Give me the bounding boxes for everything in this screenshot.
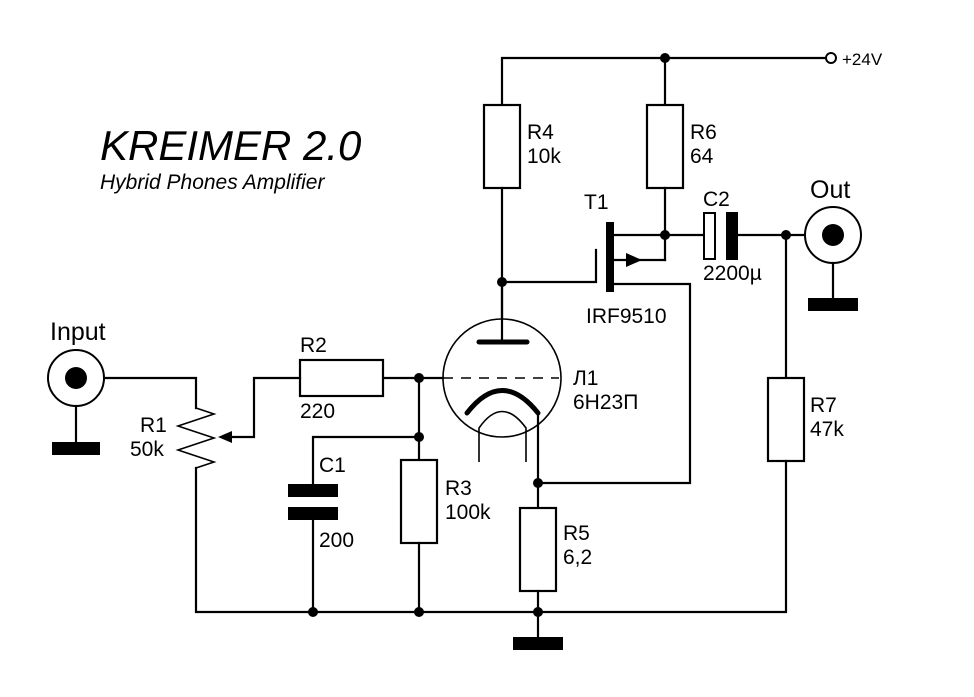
input-label: Input: [50, 318, 106, 346]
r5-ref: R5: [563, 522, 590, 545]
c1-value: 200: [319, 529, 354, 552]
t1-value: IRF9510: [586, 305, 667, 328]
junction-dot: [533, 478, 543, 488]
r7-ref: R7: [810, 394, 837, 417]
capacitor-c2: C2 2200µ: [663, 188, 827, 285]
c2-value: 2200µ: [703, 262, 762, 285]
resistor-r5: R5 6,2: [513, 506, 592, 650]
junction-dot: [414, 607, 424, 617]
triode-l1: Л1 6Н23П: [442, 280, 638, 512]
potentiometer-r1[interactable]: R1 50k: [104, 376, 232, 614]
l1-value: 6Н23П: [573, 391, 638, 414]
capacitor-c1: C1 200: [288, 435, 421, 617]
junction-dot: [660, 53, 670, 63]
resistor-r3: R3 100k: [399, 458, 491, 617]
r7-value: 47k: [810, 418, 844, 441]
schematic-subtitle: Hybrid Phones Amplifier: [100, 171, 325, 194]
ground-icon: [52, 442, 100, 455]
ground-icon: [513, 637, 563, 650]
junction-dot: [308, 607, 318, 617]
r2-ref: R2: [300, 334, 327, 357]
r4-ref: R4: [527, 121, 554, 144]
r1-ref: R1: [140, 414, 167, 437]
supply-label: +24V: [842, 50, 883, 69]
output-connector[interactable]: Out: [804, 176, 862, 311]
supply-terminal[interactable]: [825, 52, 837, 64]
input-connector[interactable]: Input: [47, 318, 106, 455]
schematic-title: KREIMER 2.0: [100, 122, 362, 169]
resistor-r6: R6 64: [645, 103, 717, 190]
r2-value: 220: [300, 400, 335, 423]
c2-ref: C2: [703, 188, 730, 211]
r5-value: 6,2: [563, 546, 592, 569]
mosfet-t1: T1 IRF9510: [538, 191, 692, 485]
junction-dot: [533, 607, 543, 617]
resistor-r2: R2 220: [229, 334, 385, 439]
c1-ref: C1: [319, 454, 346, 477]
resistor-r4: R4 10k: [482, 103, 561, 190]
output-label: Out: [810, 176, 850, 204]
r6-ref: R6: [690, 121, 717, 144]
r3-value: 100k: [445, 501, 491, 524]
ground-icon: [808, 298, 858, 311]
resistor-r7: R7 47k: [196, 233, 844, 614]
r3-ref: R3: [445, 477, 472, 500]
t1-ref: T1: [584, 191, 609, 214]
r6-value: 64: [690, 145, 714, 168]
r4-value: 10k: [527, 145, 561, 168]
l1-ref: Л1: [573, 367, 598, 390]
r1-value: 50k: [130, 438, 164, 461]
